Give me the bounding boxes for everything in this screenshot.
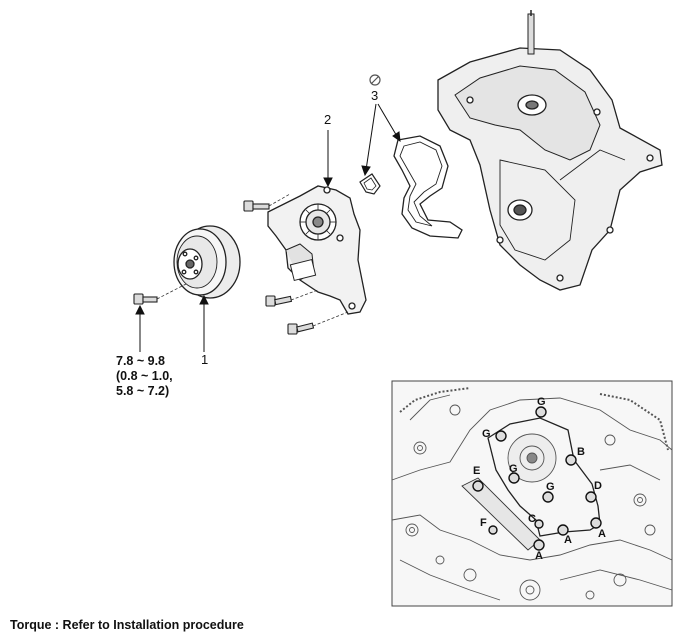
callout-g-right: G bbox=[546, 481, 555, 493]
part-label-gasket: 3 bbox=[371, 88, 378, 103]
pump-bolts bbox=[243, 200, 315, 335]
torque-line-3: 5.8 ~ 7.2) bbox=[116, 384, 170, 398]
callout-g-center: G bbox=[509, 463, 518, 475]
callout-g-top: G bbox=[537, 396, 546, 408]
callout-g-left: G bbox=[482, 428, 491, 440]
part-label-pump: 2 bbox=[324, 112, 331, 127]
bolt-location-inset: G G G G B D E F C A A A bbox=[391, 380, 673, 607]
callout-c: C bbox=[528, 513, 536, 525]
o-ring-gasket bbox=[359, 173, 381, 195]
callout-d: D bbox=[594, 480, 602, 492]
pulley-bolt-torque-spec: 7.8 ~ 9.8 (0.8 ~ 1.0, 5.8 ~ 7.2) bbox=[116, 354, 196, 399]
callout-a-right: A bbox=[598, 528, 606, 540]
callout-a-middle: A bbox=[564, 534, 572, 546]
leader-lines bbox=[135, 103, 401, 352]
water-pump-pulley bbox=[173, 225, 241, 299]
water-pump bbox=[267, 185, 367, 315]
callout-b: B bbox=[577, 446, 585, 458]
callout-e: E bbox=[473, 465, 480, 477]
callout-f: F bbox=[480, 517, 487, 529]
torque-footer-note: Torque : Refer to Installation procedure bbox=[10, 618, 244, 632]
prohibition-icon bbox=[369, 74, 381, 86]
part-label-pulley: 1 bbox=[201, 352, 208, 367]
assembly-lines bbox=[156, 193, 349, 327]
timing-cover bbox=[437, 10, 663, 291]
torque-line-1: 7.8 ~ 9.8 bbox=[116, 354, 165, 368]
pulley-bolt bbox=[133, 293, 158, 305]
callout-a-bottom: A bbox=[535, 550, 543, 562]
gasket bbox=[393, 135, 463, 239]
torque-line-2: (0.8 ~ 1.0, bbox=[116, 369, 173, 383]
